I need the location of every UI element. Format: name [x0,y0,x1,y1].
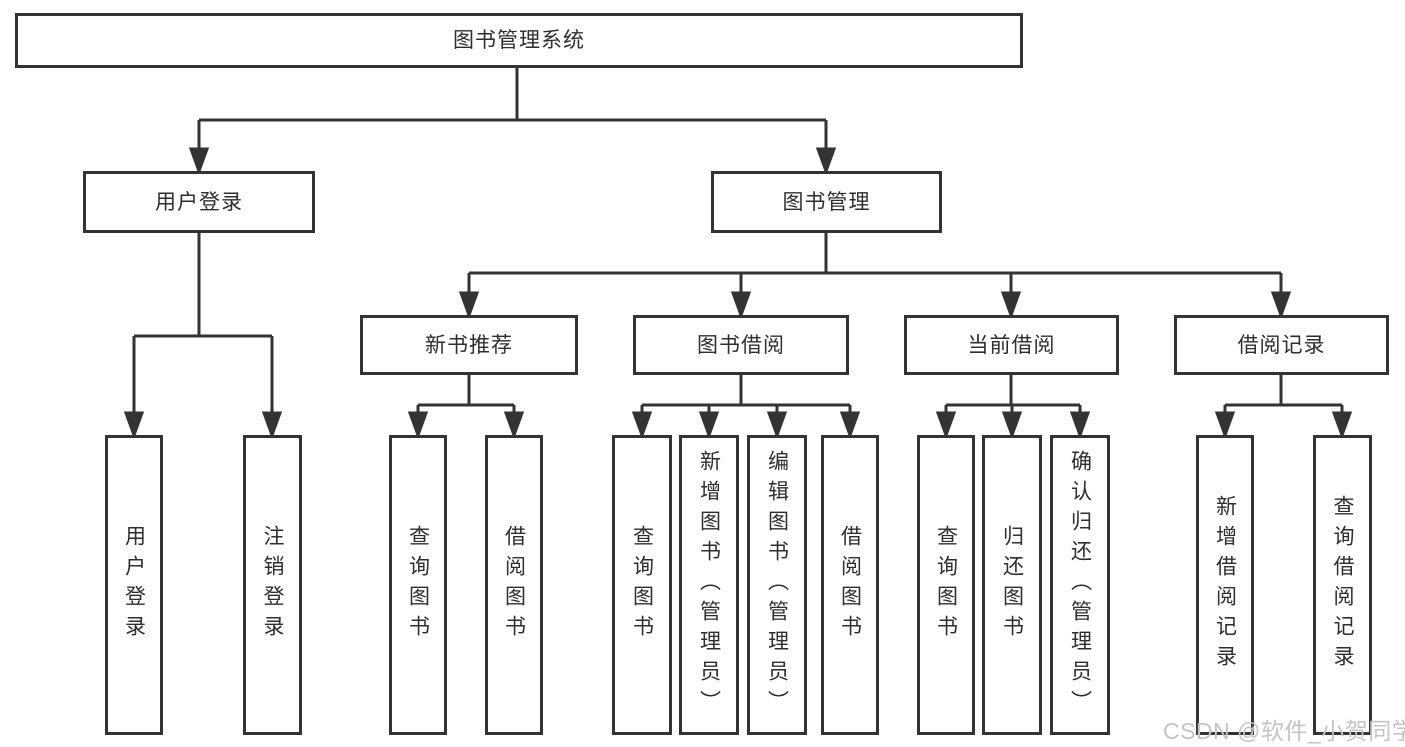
arrowhead [1001,411,1023,440]
arrowhead [188,147,210,176]
node-label: 归还图书 [1000,525,1024,645]
node-label: 图书管理系统 [453,29,585,52]
node-new-book-recommend: 新书推荐 [360,315,578,375]
leaf-add-borrow-record: 新增借阅记录 [1196,435,1254,735]
node-label: 用户登录 [155,190,243,214]
arrowhead [815,147,837,176]
arrowhead [1331,411,1353,440]
arrowhead [407,411,429,440]
leaf-edit-books-admin: 编辑图书（管理员） [747,435,807,735]
arrowhead [1214,411,1236,440]
node-user-login: 用户登录 [83,171,315,233]
connector-book-borrow-to-leaves [631,375,861,440]
node-label: 查询借阅记录 [1331,495,1354,675]
arrowhead [730,291,752,320]
leaf-borrow-books-recommend: 借阅图书 [485,435,543,735]
arrowhead [503,411,525,440]
leaf-logout-login: 注销登录 [243,435,302,735]
connector-root-to-level2 [188,68,837,176]
leaf-add-books-admin: 新增图书（管理员） [679,435,739,735]
arrowhead [766,411,788,440]
leaf-borrow-books: 借阅图书 [821,435,879,735]
node-label: 新增图书（管理员） [697,450,721,720]
node-borrow-records: 借阅记录 [1174,315,1389,375]
node-label: 新增借阅记录 [1213,495,1237,675]
node-label: 当前借阅 [967,333,1056,357]
csdn-watermark: CSDN @软件_小贺同学 [1163,718,1405,744]
arrowhead [1270,291,1292,320]
node-label: 借阅记录 [1237,333,1326,357]
arrowhead [839,411,861,440]
connector-current-borrow-to-leaves [935,375,1091,440]
node-book-borrow: 图书借阅 [633,315,849,375]
leaf-query-borrow-record: 查询借阅记录 [1313,435,1372,735]
node-label: 查询图书 [934,525,958,645]
leaf-query-books-current: 查询图书 [917,435,975,735]
node-label: 注销登录 [261,525,284,645]
arrowhead [935,411,957,440]
connector-user-login-to-leaves [123,233,283,440]
node-current-borrow: 当前借阅 [904,315,1119,375]
leaf-return-books: 归还图书 [982,435,1042,735]
connector-book-management-to-level3 [458,233,1292,320]
node-label: 借阅图书 [838,525,862,645]
node-label: 新书推荐 [425,333,513,357]
arrowhead [631,411,653,440]
node-label: 确认归还（管理员） [1068,450,1092,720]
connector-new-book-recommend-to-leaves [407,375,525,440]
node-label: 用户登录 [122,525,146,645]
leaf-confirm-return-admin: 确认归还（管理员） [1050,435,1110,735]
arrowhead [261,411,283,440]
arrowhead [123,411,145,440]
node-label: 查询图书 [406,525,430,645]
arrowhead [1000,291,1022,320]
arrowhead [698,411,720,440]
leaf-user-login: 用户登录 [105,435,163,735]
node-label: 编辑图书（管理员） [765,450,789,720]
node-book-management: 图书管理 [711,171,942,233]
node-label: 图书借阅 [697,333,785,357]
leaf-query-books-borrow: 查询图书 [612,435,672,735]
arrowhead [1069,411,1091,440]
node-label: 查询图书 [630,525,654,645]
node-library-management-system: 图书管理系统 [15,13,1023,68]
connector-borrow-records-to-leaves [1214,375,1353,440]
node-label: 借阅图书 [502,525,526,645]
node-label: 图书管理 [782,190,871,214]
arrowhead [458,291,480,320]
leaf-query-books-recommend: 查询图书 [389,435,447,735]
